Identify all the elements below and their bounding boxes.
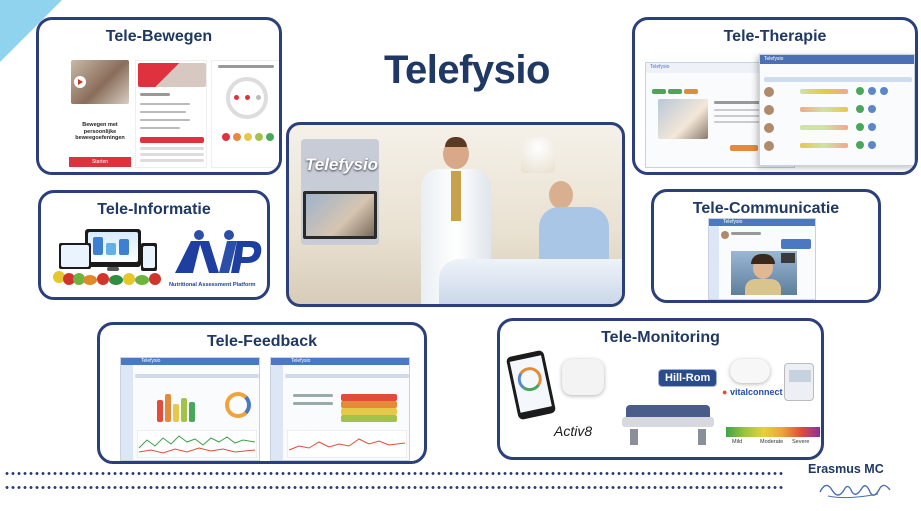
tv-screen <box>303 191 377 239</box>
therapie-app-name-back: Telefysio <box>650 64 670 70</box>
card-title-therapie: Tele-Therapie <box>723 28 827 45</box>
bewegen-progress-screen <box>211 60 279 168</box>
erasmus-signature <box>818 478 898 507</box>
therapie-app-name-front: Telefysio <box>764 56 784 62</box>
severity-label-severe: Severe <box>792 439 810 445</box>
communicatie-screen: Telefysio <box>708 218 816 300</box>
monitor-device <box>784 363 814 401</box>
nap-logo: Nutritional Assessment Platform <box>169 227 265 289</box>
severity-scale <box>726 427 820 437</box>
hillrom-logo: Hill-Rom <box>658 369 718 387</box>
feedback-screen-left: Telefysio <box>120 357 260 461</box>
lamp <box>521 137 555 173</box>
therapie-screen-front: Telefysio <box>759 54 915 166</box>
footer-dots-bottom <box>4 486 784 489</box>
card-title-communicatie: Tele-Communicatie <box>692 200 840 217</box>
feedback-line-chart-right <box>287 430 407 458</box>
phone-caption: Bewegen met persoonlijke beweegoefeninge… <box>75 122 125 142</box>
vitalconnect-patch <box>730 359 770 383</box>
feedback-line-chart-left <box>137 430 257 458</box>
card-tele-communicatie[interactable]: Tele-Communicatie Telefysio <box>651 189 881 303</box>
play-icon[interactable] <box>74 76 86 88</box>
page-title: Telefysio <box>384 48 550 92</box>
severity-label-mild: Mild <box>732 439 743 445</box>
video-call <box>731 251 797 295</box>
phone-start-button[interactable]: Starten <box>69 157 131 167</box>
card-title-informatie: Tele-Informatie <box>97 201 211 218</box>
card-tele-monitoring[interactable]: Tele-Monitoring Activ8 Hill-Rom ● vitalc… <box>497 318 824 460</box>
screen-label: Telefysio <box>305 155 379 174</box>
footer-dots-top <box>4 472 784 475</box>
nap-caption: Nutritional Assessment Platform <box>169 282 256 288</box>
feedback-app-name-right: Telefysio <box>291 358 311 364</box>
bewegen-phone-screen: Bewegen met persoonlijke beweegoefeninge… <box>69 60 131 168</box>
devices-illustration <box>53 229 163 289</box>
card-tele-feedback[interactable]: Tele-Feedback Telefysio Telefysio <box>97 322 427 464</box>
feedback-screen-right: Telefysio <box>270 357 410 461</box>
activ8-sensor <box>562 359 604 395</box>
hospital-bed <box>439 259 622 304</box>
vitalconnect-logo: ● vitalconnect <box>722 387 783 397</box>
bewegen-checklist-screen <box>135 60 207 168</box>
erasmus-logo: Erasmus MC <box>808 462 884 476</box>
activ8-logo: Activ8 <box>554 423 593 439</box>
card-title-bewegen: Tele-Bewegen <box>105 28 213 45</box>
card-tele-therapie[interactable]: Tele-Therapie Telefysio Telefysio <box>632 17 918 175</box>
activ8-phone <box>505 349 557 421</box>
card-tele-bewegen[interactable]: Tele-Bewegen Bewegen met persoonlijke be… <box>36 17 282 175</box>
card-title-feedback: Tele-Feedback <box>207 333 317 350</box>
progress-ring <box>226 77 268 119</box>
center-hospital-photo: Telefysio <box>286 122 625 307</box>
card-title-monitoring: Tele-Monitoring <box>601 329 720 346</box>
severity-label-moderate: Moderate <box>760 439 784 445</box>
feedback-app-name-left: Telefysio <box>141 358 161 364</box>
card-tele-informatie[interactable]: Tele-Informatie Nutritional <box>38 190 270 300</box>
communicatie-app-name: Telefysio <box>723 219 743 225</box>
hospital-bed-device <box>618 395 718 449</box>
patient-figure <box>539 181 619 261</box>
